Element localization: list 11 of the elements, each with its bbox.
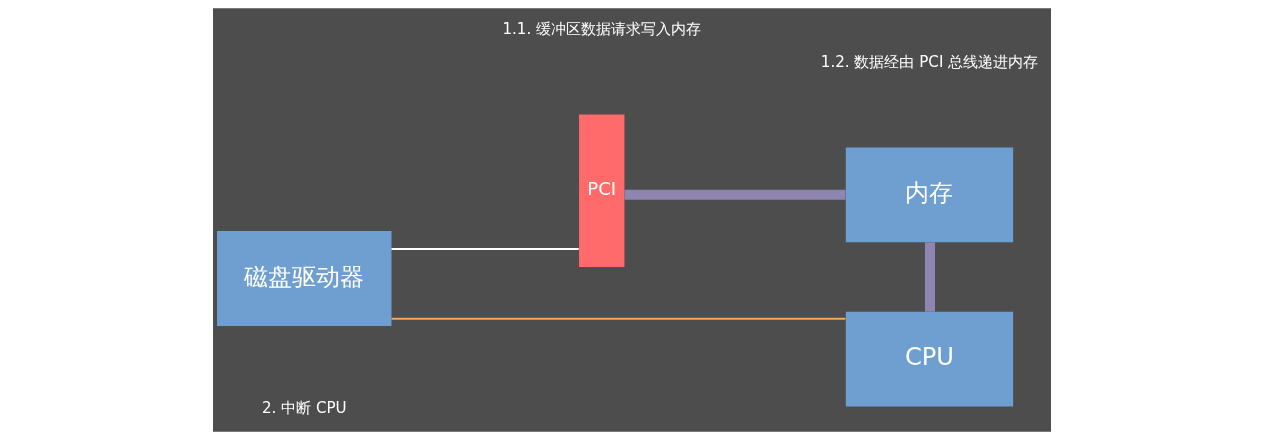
connector — [391, 317, 845, 320]
label: 2. 中断 CPU — [261, 399, 347, 418]
connector — [391, 248, 579, 250]
connector — [624, 189, 846, 200]
node-box: CPU — [845, 311, 1013, 407]
label: 1.2. 数据经由 PCI 总线递进内存 — [820, 53, 1038, 72]
node-box: PCI — [578, 114, 624, 267]
node-box: 内存 — [845, 147, 1013, 243]
label: 1.1. 缓冲区数据请求写入内存 — [501, 19, 701, 38]
connector — [924, 242, 935, 312]
node-box: 磁盘驱动器 — [216, 231, 391, 326]
